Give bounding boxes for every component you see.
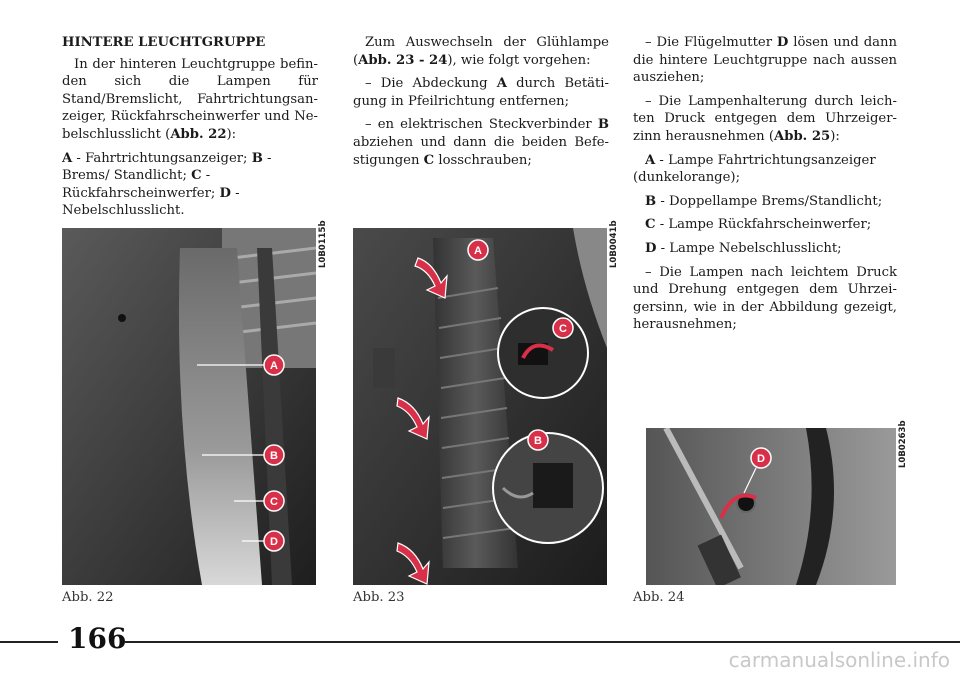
legend-b: - Brems/ Standlicht; bbox=[62, 150, 272, 184]
step-text: – Die Lampenhalterung durch leich-ten Dr… bbox=[633, 93, 897, 144]
intro-text: In der hinteren Leuchtgruppe befin-den s… bbox=[62, 56, 318, 142]
legend-key-b: B bbox=[251, 150, 263, 166]
section-heading: HINTERE LEUCHTGRUPPE bbox=[62, 35, 266, 50]
legend-text: - Lampe Nebelschlusslicht; bbox=[656, 240, 842, 256]
legend-d: - Nebelschlusslicht. bbox=[62, 185, 240, 219]
legend-key-a: A bbox=[62, 150, 73, 166]
step-key: B bbox=[597, 117, 609, 133]
step-text: abziehen und dann die beiden Befe-stigun… bbox=[353, 134, 609, 168]
page-rule-right bbox=[124, 641, 960, 643]
step-text: – Die Flügelmutter bbox=[645, 35, 777, 50]
legend-key-c: C bbox=[191, 168, 202, 184]
svg-text:D: D bbox=[270, 536, 278, 548]
intro-paragraph: In der hinteren Leuchtgruppe befin-den s… bbox=[62, 56, 318, 144]
legend-key: A bbox=[645, 152, 656, 168]
step-lamp-holder: – Die Lampenhalterung durch leich-ten Dr… bbox=[633, 93, 897, 146]
page-rule-left bbox=[0, 641, 58, 643]
marker-d: D bbox=[750, 447, 772, 469]
figure-23-caption: Abb. 23 bbox=[353, 590, 405, 605]
marker-a: A bbox=[467, 239, 489, 261]
step-text: – Die Abdeckung bbox=[365, 76, 497, 92]
text-column-2: Zum Auswechseln der Glühlampe (Abb. 23 -… bbox=[353, 34, 609, 175]
step-text: – Die Lampen nach leichtem Druck und Dre… bbox=[633, 264, 897, 333]
figure-22-caption: Abb. 22 bbox=[62, 590, 114, 605]
figure-ref: Abb. 22 bbox=[170, 126, 227, 142]
svg-text:A: A bbox=[474, 245, 482, 257]
step-text: losschrauben; bbox=[434, 152, 532, 168]
cover-removal-illustration: A C B bbox=[353, 228, 607, 585]
lamp-legend-c: C - Lampe Rückfahrscheinwerfer; bbox=[633, 216, 897, 234]
marker-d: D bbox=[263, 530, 285, 552]
step-text: ): bbox=[830, 128, 840, 144]
figure-ref: Abb. 23 - 24 bbox=[358, 52, 448, 68]
text-column-3: – Die Flügelmutter D lösen und dann die … bbox=[633, 34, 897, 340]
legend-key: C bbox=[645, 217, 656, 233]
lamp-legend-a: A - Lampe Fahrtrichtungsanzeiger (dunkel… bbox=[633, 152, 897, 187]
figure-22-code: L0B0115b bbox=[318, 220, 328, 268]
step-text: lösen und dann die hintere Leuchtgruppe … bbox=[633, 35, 897, 86]
procedure-intro-text: Zum Auswechseln der Glühlampe ( bbox=[353, 35, 609, 68]
svg-text:C: C bbox=[270, 496, 278, 508]
legend-paragraph: A - Fahrtrichtungsanzeiger; B - Brems/ S… bbox=[62, 150, 318, 220]
marker-c: C bbox=[552, 317, 574, 339]
legend-text: - Doppellampe Brems/Standlicht; bbox=[656, 193, 883, 209]
step-remove-cover: – Die Abdeckung A durch Betäti-gung in P… bbox=[353, 75, 609, 110]
step-remove-lamps: – Die Lampen nach leichtem Druck und Dre… bbox=[633, 264, 897, 334]
marker-c: C bbox=[263, 490, 285, 512]
svg-text:A: A bbox=[270, 360, 278, 372]
page-number: 166 bbox=[68, 622, 127, 655]
marker-b: B bbox=[527, 429, 549, 451]
step-disconnect-connector: – en elektrischen Steckverbinder B abzie… bbox=[353, 116, 609, 169]
legend-key-d: D bbox=[219, 185, 231, 201]
svg-text:B: B bbox=[270, 450, 278, 462]
text-column-1: HINTERE LEUCHTGRUPPE In der hinteren Leu… bbox=[62, 34, 318, 226]
detail-circle-c bbox=[497, 307, 589, 399]
lamp-legend-b: B - Doppellampe Brems/Standlicht; bbox=[633, 193, 897, 211]
svg-text:C: C bbox=[559, 323, 567, 335]
legend-c: - Rückfahrscheinwerfer; bbox=[62, 168, 220, 201]
step-text: durch Betäti-gung in Pfeilrichtung entfe… bbox=[353, 76, 609, 109]
legend-text: - Lampe Fahrtrichtungsanzeiger (dunkelor… bbox=[633, 152, 876, 186]
marker-b: B bbox=[263, 444, 285, 466]
svg-text:D: D bbox=[757, 453, 765, 465]
svg-text:B: B bbox=[534, 435, 542, 447]
legend-text: - Lampe Rückfahrscheinwerfer; bbox=[655, 217, 872, 233]
figure-24-caption: Abb. 24 bbox=[633, 590, 685, 605]
figure-ref: Abb. 25 bbox=[774, 128, 831, 144]
figure-24-photo: D bbox=[646, 428, 896, 585]
wing-nut-illustration: D bbox=[646, 428, 896, 585]
legend-key: D bbox=[645, 240, 657, 256]
rear-light-illustration: A B C D bbox=[62, 228, 316, 585]
step-key: A bbox=[496, 76, 507, 92]
figure-22-photo: A B C D bbox=[62, 228, 316, 585]
step-key: C bbox=[423, 152, 435, 168]
marker-a: A bbox=[263, 354, 285, 376]
detail-circle-b bbox=[492, 432, 604, 544]
watermark: carmanualsonline.info bbox=[728, 648, 950, 672]
procedure-intro: Zum Auswechseln der Glühlampe (Abb. 23 -… bbox=[353, 34, 609, 69]
lamp-legend-d: D - Lampe Nebelschlusslicht; bbox=[633, 240, 897, 258]
step-text: – en elektrischen Steckverbinder bbox=[365, 117, 598, 133]
intro-end: ): bbox=[226, 126, 237, 142]
step-wing-nut: – Die Flügelmutter D lösen und dann die … bbox=[633, 34, 897, 87]
procedure-intro-end: ), wie folgt vorgehen: bbox=[447, 52, 591, 68]
figure-24-code: L0B0263b bbox=[898, 420, 908, 468]
figure-23-photo: A C B bbox=[353, 228, 607, 585]
step-key: D bbox=[776, 35, 789, 50]
figure-23-code: L0B0041b bbox=[609, 220, 619, 268]
legend-a: - Fahrtrichtungsanzeiger; bbox=[72, 150, 252, 166]
legend-key: B bbox=[645, 193, 657, 209]
